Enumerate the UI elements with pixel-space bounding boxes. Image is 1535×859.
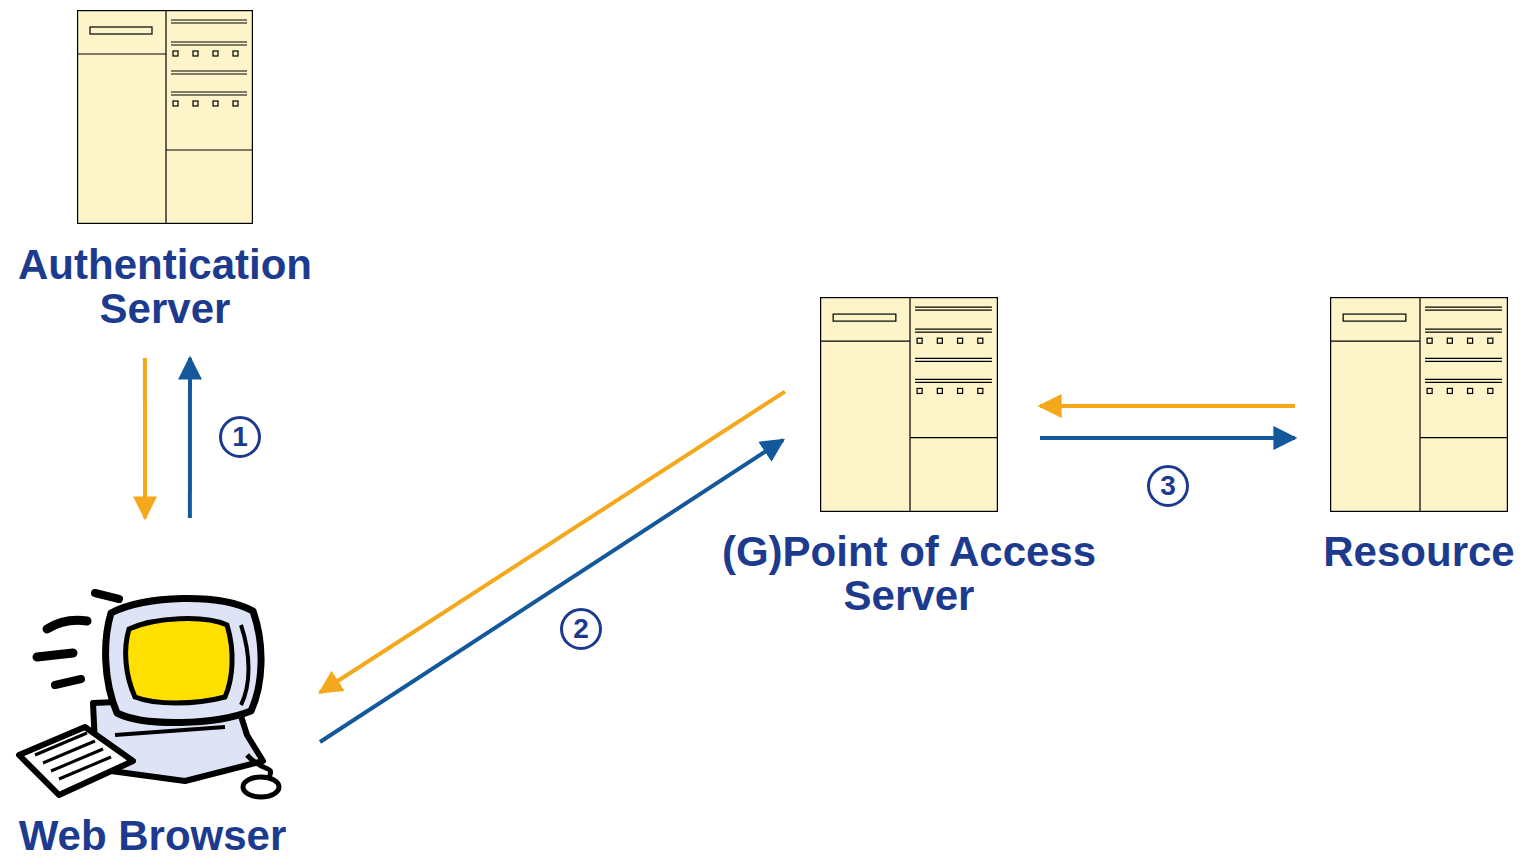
server-box: Resource — [1330, 297, 1508, 512]
computer-illustration — [15, 585, 290, 800]
flow-arrow — [1040, 436, 1295, 440]
flow-arrow — [1040, 404, 1295, 408]
server-illustration — [77, 10, 253, 224]
flow-arrow — [320, 392, 785, 693]
flow-arrow — [143, 358, 147, 518]
flow-arrow — [320, 440, 783, 742]
node-label: Web Browser — [0, 814, 313, 858]
callout-number: 1 — [219, 416, 261, 458]
server-illustration — [1330, 297, 1508, 512]
node-label: Resource — [1299, 530, 1535, 574]
node-title: Web Browser — [19, 812, 287, 859]
node-label: (G)Point of Access Server — [704, 530, 1114, 618]
callout-number: 3 — [1147, 465, 1189, 507]
node-title: (G)Point of Access Server — [722, 528, 1096, 619]
server-box: Authentication Server — [77, 10, 253, 224]
flow-arrow — [188, 358, 192, 518]
server-illustration — [820, 297, 998, 512]
node-title: Resource — [1323, 528, 1514, 575]
node-label: Authentication Server — [0, 243, 335, 331]
server-box: (G)Point of Access Server — [820, 297, 998, 512]
browser-computer: Web Browser — [15, 585, 290, 800]
callout-number: 2 — [560, 608, 602, 650]
node-title: Authentication Server — [18, 241, 312, 332]
